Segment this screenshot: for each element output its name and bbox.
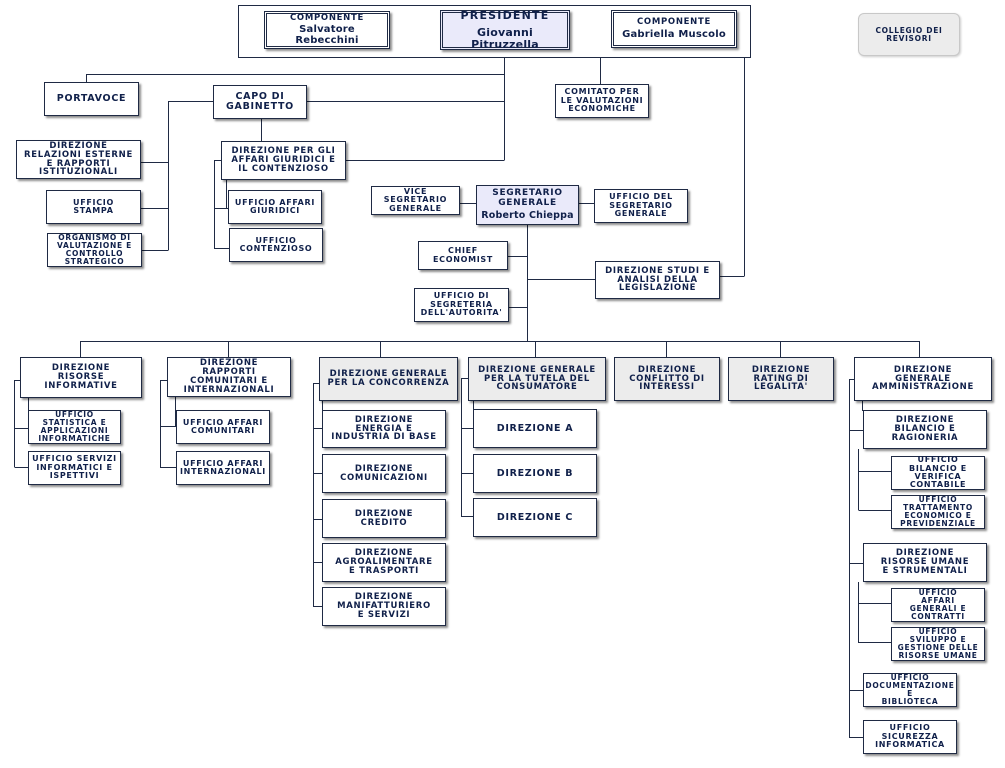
componente-right-title: COMPONENTE: [636, 16, 712, 27]
dir-credito-box[interactable]: DIREZIONE CREDITO: [322, 499, 446, 538]
segretario-generale-name: Roberto Chieppa: [481, 209, 574, 221]
ufficio-segretario-box[interactable]: UFFICIO DEL SEGRETARIO GENERALE: [594, 189, 688, 223]
ufficio-affari-comunitari-box[interactable]: UFFICIO AFFARI COMUNITARI: [176, 410, 270, 444]
direzione-affari-giuridici-box[interactable]: DIREZIONE PER GLI AFFARI GIURIDICI E IL …: [221, 141, 346, 180]
presidente-box[interactable]: PRESIDENTE Giovanni Pitruzzella: [440, 10, 570, 50]
risorse-informative-box[interactable]: DIREZIONE RISORSE INFORMATIVE: [20, 357, 142, 398]
ufficio-stampa-box[interactable]: UFFICIO STAMPA: [46, 190, 141, 224]
ufficio-documentazione-box[interactable]: UFFICIO DOCUMENTAZIONE E BIBLIOTECA: [863, 673, 957, 707]
vice-segretario-box[interactable]: VICE SEGRETARIO GENERALE: [371, 186, 460, 215]
comitato-valutazioni-box[interactable]: COMITATO PER LE VALUTAZIONI ECONOMICHE: [555, 84, 649, 118]
dg-concorrenza-box[interactable]: DIREZIONE GENERALE PER LA CONCORRENZA: [319, 357, 458, 401]
ufficio-sviluppo-box[interactable]: UFFICIO SVILUPPO E GESTIONE DELLE RISORS…: [891, 627, 985, 661]
capo-gabinetto-box[interactable]: CAPO DI GABINETTO: [213, 85, 307, 119]
direzione-studi-box[interactable]: DIREZIONE STUDI E ANALISI DELLA LEGISLAZ…: [595, 261, 720, 299]
presidente-title: PRESIDENTE: [460, 8, 550, 22]
dir-c-box[interactable]: DIREZIONE C: [473, 498, 597, 537]
componente-right-name: Gabriella Muscolo: [622, 28, 726, 40]
direzione-relazioni-box[interactable]: DIREZIONE RELAZIONI ESTERNE E RAPPORTI I…: [16, 140, 141, 179]
organismo-valutazione-box[interactable]: ORGANISMO DI VALUTAZIONE E CONTROLLO STR…: [47, 233, 142, 267]
segretario-generale-title: SEGRETARIO GENERALE: [492, 188, 563, 208]
ufficio-contenzioso-box[interactable]: UFFICIO CONTENZIOSO: [229, 228, 323, 262]
componente-right-box[interactable]: COMPONENTE Gabriella Muscolo: [611, 10, 737, 48]
dir-agroalimentare-box[interactable]: DIREZIONE AGROALIMENTARE E TRASPORTI: [322, 543, 446, 582]
dir-comunicazioni-box[interactable]: DIREZIONE COMUNICAZIONI: [322, 454, 446, 493]
componente-left-name: Salvatore Rebecchini: [295, 24, 359, 46]
risorse-umane-box[interactable]: DIREZIONE RISORSE UMANE E STRUMENTALI: [863, 543, 987, 582]
componente-left-box[interactable]: COMPONENTE Salvatore Rebecchini: [264, 11, 390, 49]
dir-manifatturiero-box[interactable]: DIREZIONE MANIFATTURIERO E SERVIZI: [322, 587, 446, 626]
ufficio-affari-internazionali-box[interactable]: UFFICIO AFFARI INTERNAZIONALI: [176, 451, 270, 485]
ufficio-bilancio-box[interactable]: UFFICIO BILANCIO E VERIFICA CONTABILE: [891, 456, 985, 490]
dir-energia-box[interactable]: DIREZIONE ENERGIA E INDUSTRIA DI BASE: [322, 410, 446, 448]
dir-b-box[interactable]: DIREZIONE B: [473, 454, 597, 493]
dg-consumatore-box[interactable]: DIREZIONE GENERALE PER LA TUTELA DEL CON…: [468, 357, 606, 401]
segretario-generale-box[interactable]: SEGRETARIO GENERALE Roberto Chieppa: [476, 185, 579, 225]
ufficio-affari-giuridici-box[interactable]: UFFICIO AFFARI GIURIDICI: [228, 190, 322, 224]
ufficio-segreteria-box[interactable]: UFFICIO DI SEGRETERIA DELL'AUTORITA': [414, 288, 509, 322]
conflitto-interessi-box[interactable]: DIREZIONE CONFLITTO DI INTERESSI: [614, 357, 720, 401]
ufficio-servizi-informatici-box[interactable]: UFFICIO SERVIZI INFORMATICI E ISPETTIVI: [28, 451, 121, 485]
ufficio-sicurezza-box[interactable]: UFFICIO SICUREZZA INFORMATICA: [863, 720, 957, 754]
bilancio-ragioneria-box[interactable]: DIREZIONE BILANCIO E RAGIONERIA: [863, 410, 987, 449]
portavoce-box[interactable]: PORTAVOCE: [44, 82, 139, 116]
ufficio-statistica-box[interactable]: UFFICIO STATISTICA E APPLICAZIONI INFORM…: [28, 410, 121, 444]
ufficio-trattamento-box[interactable]: UFFICIO TRATTAMENTO ECONOMICO E PREVIDEN…: [891, 495, 985, 529]
componente-left-title: COMPONENTE: [289, 12, 365, 23]
rating-legalita-box[interactable]: DIREZIONE RATING DI LEGALITA': [728, 357, 834, 401]
collegio-revisori-box[interactable]: COLLEGIO DEI REVISORI: [858, 13, 960, 56]
dg-amministrazione-box[interactable]: DIREZIONE GENERALE AMMINISTRAZIONE: [854, 357, 992, 401]
dir-a-box[interactable]: DIREZIONE A: [473, 409, 597, 448]
ufficio-affari-generali-box[interactable]: UFFICIO AFFARI GENERALI E CONTRATTI: [891, 588, 985, 622]
chief-economist-box[interactable]: CHIEF ECONOMIST: [418, 241, 508, 270]
presidente-name: Giovanni Pitruzzella: [471, 26, 539, 51]
rapporti-comunitari-box[interactable]: DIREZIONE RAPPORTI COMUNITARI E INTERNAZ…: [167, 357, 291, 397]
